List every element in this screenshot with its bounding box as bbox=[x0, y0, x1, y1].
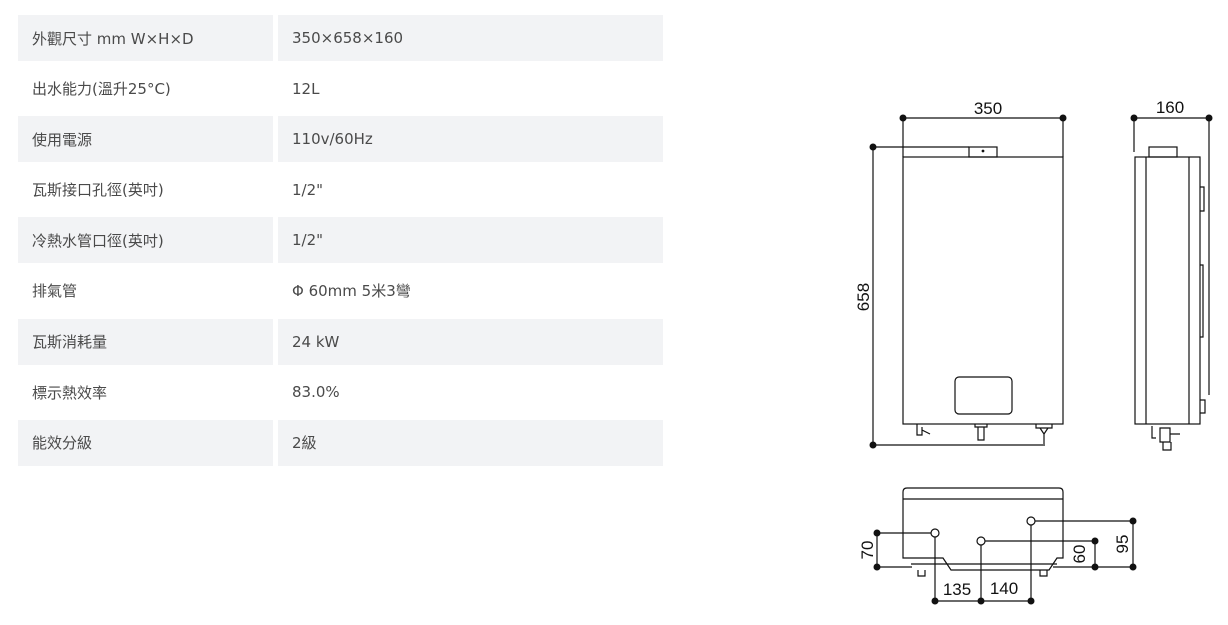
spec-value: Φ 60mm 5米3彎 bbox=[292, 282, 411, 301]
dim-135-label: 135 bbox=[943, 580, 971, 599]
dim-95-label: 95 bbox=[1113, 535, 1132, 554]
spec-row: 冷熱水管口徑(英吋)1/2" bbox=[18, 217, 663, 264]
spec-value: 2級 bbox=[278, 419, 663, 466]
spec-label: 瓦斯消耗量 bbox=[18, 318, 273, 365]
spec-value: 350×658×160 bbox=[278, 15, 663, 61]
width-label: 350 bbox=[974, 99, 1002, 118]
spec-label: 使用電源 bbox=[18, 116, 273, 163]
spec-label: 排氣管 bbox=[32, 282, 78, 301]
dim-70-label: 70 bbox=[858, 541, 877, 560]
spec-row: 出水能力(溫升25°C) 12L bbox=[18, 66, 663, 112]
spec-value: 83.0% bbox=[292, 383, 340, 402]
spec-value: 1/2" bbox=[292, 180, 324, 199]
dim-140-label: 140 bbox=[990, 579, 1018, 598]
spec-label: 外觀尺寸 mm W×H×D bbox=[18, 15, 273, 61]
bottom-view: 70 60 95 135 140 bbox=[858, 487, 1137, 605]
spec-value: 24 kW bbox=[278, 318, 663, 365]
spec-label: 冷熱水管口徑(英吋) bbox=[18, 217, 273, 264]
spec-row: 標示熱效率 83.0% bbox=[18, 369, 663, 415]
spec-value: 12L bbox=[292, 79, 320, 98]
front-view: 350 658 bbox=[854, 99, 1067, 449]
spec-value: 110v/60Hz bbox=[278, 116, 663, 163]
spec-row: 瓦斯接口孔徑(英吋) 1/2" bbox=[18, 167, 663, 213]
depth-label: 160 bbox=[1156, 98, 1184, 117]
spec-label: 能效分級 bbox=[18, 419, 273, 466]
side-view: 160 bbox=[1130, 98, 1213, 451]
spec-label: 瓦斯接口孔徑(英吋) bbox=[32, 181, 164, 200]
spec-row: 排氣管 Φ 60mm 5米3彎 bbox=[18, 268, 663, 314]
height-label: 658 bbox=[854, 283, 873, 311]
spec-label: 標示熱效率 bbox=[32, 383, 108, 402]
spec-label: 出水能力(溫升25°C) bbox=[32, 80, 171, 99]
spec-value: 1/2" bbox=[278, 217, 663, 264]
dim-60-label: 60 bbox=[1070, 545, 1089, 564]
